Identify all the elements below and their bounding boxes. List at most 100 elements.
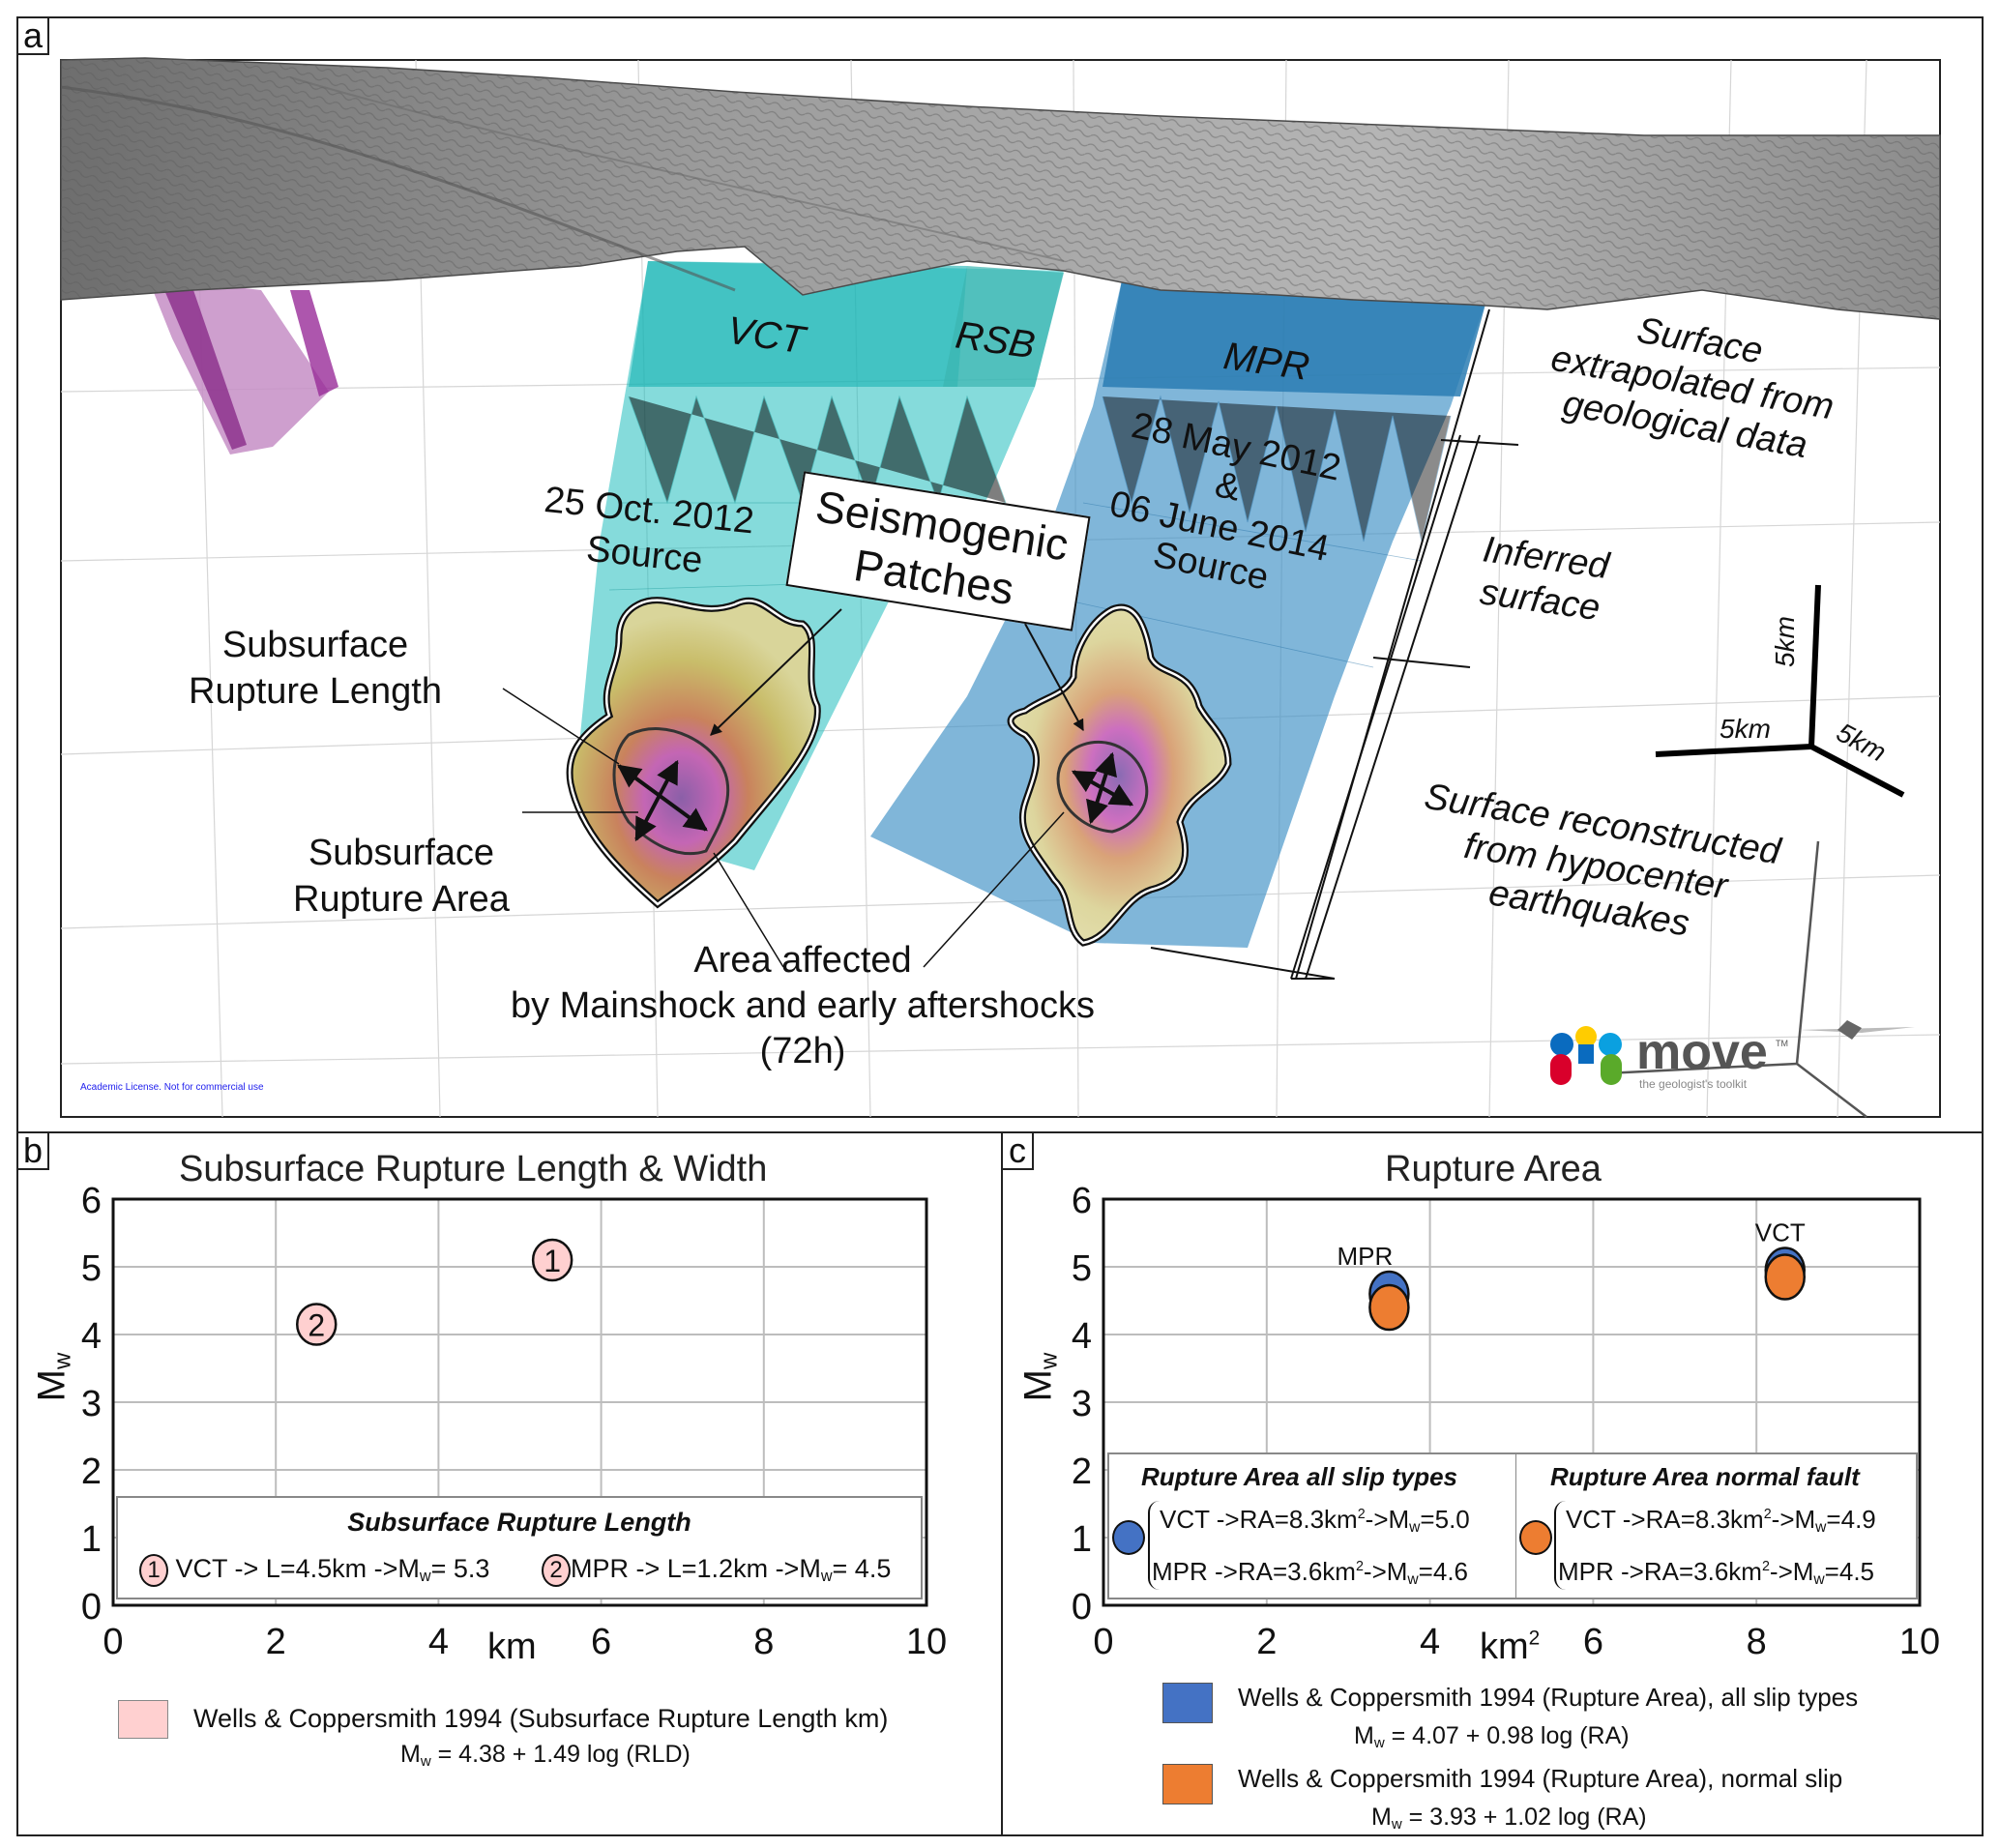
row-pre: VCT ->RA=8.3km xyxy=(1160,1505,1358,1534)
chart-b-legend: Wells & Coppersmith 1994 (Subsurface Rup… xyxy=(116,1700,986,1777)
y-tick-label: 6 xyxy=(81,1181,102,1221)
chart-b-inset-legend: Subsurface Rupture Length 1 VCT -> L=4.5… xyxy=(116,1496,923,1599)
chart-b-legend-label: Wells & Coppersmith 1994 (Subsurface Rup… xyxy=(193,1704,889,1733)
chart-b-legend-formula: Mw = 4.38 + 1.49 log (RLD) xyxy=(400,1741,691,1770)
row-sub: w xyxy=(1409,1518,1421,1536)
inset-normal-brace xyxy=(1554,1501,1566,1590)
y-tick-label: 0 xyxy=(81,1587,102,1628)
row-post: =4.6 xyxy=(1418,1557,1468,1586)
rupture-area-line-2: Rupture Area xyxy=(293,879,510,920)
formula-sub: w xyxy=(1391,1815,1402,1833)
row-post: =4.5 xyxy=(1824,1557,1874,1586)
chart-b-formula-pre: M xyxy=(400,1741,421,1768)
terrain-surface xyxy=(60,57,1941,320)
row-sub: w xyxy=(1407,1570,1419,1588)
inset-all-slip-title: Rupture Area all slip types xyxy=(1141,1462,1458,1491)
y-tick-label: 1 xyxy=(1072,1519,1092,1560)
y-tick-label: 3 xyxy=(1072,1384,1092,1424)
surface-brackets xyxy=(1150,308,1519,980)
chart-c-legend-swatch-all xyxy=(1162,1683,1213,1723)
y-tick-label: 2 xyxy=(1072,1452,1092,1492)
panel-c-letter: c xyxy=(1001,1131,1034,1170)
row-mid: ->M xyxy=(1365,1505,1410,1534)
y-tick-label: 4 xyxy=(81,1316,102,1357)
area-affected-label: Area affected by Mainshock and early aft… xyxy=(455,938,1151,1074)
inset-normal-row-2: MPR ->RA=3.6km2->Mw=4.5 xyxy=(1558,1557,1874,1589)
row-pre: MPR ->RA=3.6km xyxy=(1558,1557,1762,1586)
row-pre: VCT ->RA=8.3km xyxy=(1566,1505,1764,1534)
entry-1-post: = 5.3 xyxy=(430,1554,490,1583)
x-tick-label: 8 xyxy=(753,1622,774,1662)
formula-pre: M xyxy=(1371,1804,1392,1831)
row-sup: 2 xyxy=(1763,1507,1772,1522)
chart-c-xlabel-sup: 2 xyxy=(1528,1627,1541,1650)
magenta-fault-surface xyxy=(153,285,338,455)
chart-c-ylabel-sub: w xyxy=(1036,1352,1063,1370)
chart-b-formula-post: = 4.38 + 1.49 log (RLD) xyxy=(430,1741,691,1768)
point-label: 2 xyxy=(308,1308,325,1343)
point-label-vct: VCT xyxy=(1755,1218,1806,1247)
area-affected-line-1: Area affected xyxy=(693,940,912,981)
y-tick-label: 5 xyxy=(1072,1248,1092,1289)
entry-2-sub: w xyxy=(820,1568,833,1586)
chart-b-inset-entry-1: 1 VCT -> L=4.5km ->Mw= 5.3 xyxy=(139,1554,489,1587)
chart-c-legend-formula-all: Mw = 4.07 + 0.98 log (RA) xyxy=(1354,1722,1630,1751)
chart-c-legend: Wells & Coppersmith 1994 (Rupture Area),… xyxy=(1161,1671,1973,1835)
chart-c-ylabel-main: M xyxy=(1016,1369,1060,1402)
area-affected-line-2: by Mainshock and early aftershocks xyxy=(510,985,1096,1026)
chart-c-title: Rupture Area xyxy=(1385,1149,1602,1189)
row-post: =5.0 xyxy=(1420,1505,1470,1534)
area-affected-line-3: (72h) xyxy=(759,1031,846,1071)
panel-c-frame xyxy=(1001,1131,1984,1836)
license-text: Academic License. Not for commercial use xyxy=(80,1082,264,1093)
x-tick-label: 10 xyxy=(1899,1622,1940,1662)
data-point-mpr-normal xyxy=(1368,1283,1410,1332)
x-tick-label: 10 xyxy=(906,1622,947,1662)
plot-border xyxy=(111,1197,928,1607)
axis-lines xyxy=(1604,840,1867,1118)
move-logo-tagline: the geologist's toolkit xyxy=(1639,1077,1748,1091)
y-tick-label: 0 xyxy=(1072,1587,1092,1628)
vct-seismogenic-patch xyxy=(566,597,821,909)
rupture-length-line-2: Rupture Length xyxy=(189,671,442,712)
chart-c-ylabel: Mw xyxy=(1016,1353,1063,1402)
chart-c-legend-label-normal: Wells & Coppersmith 1994 (Rupture Area),… xyxy=(1238,1764,1843,1793)
scale-label-vertical: 5km xyxy=(1770,616,1800,667)
formula-post: = 4.07 + 0.98 log (RA) xyxy=(1384,1722,1630,1749)
chart-b-ylabel-main: M xyxy=(30,1369,73,1402)
data-point-vct: 1 xyxy=(531,1238,573,1282)
inset-normal-row-1: VCT ->RA=8.3km2->Mw=4.9 xyxy=(1566,1505,1876,1537)
scale-label-horizontal: 5km xyxy=(1720,714,1771,744)
row-pre: MPR ->RA=3.6km xyxy=(1152,1557,1356,1586)
row-sup: 2 xyxy=(1761,1559,1770,1574)
chart-c-legend-formula-normal: Mw = 3.93 + 1.02 log (RA) xyxy=(1371,1804,1647,1833)
move-logo-icon xyxy=(1550,1026,1622,1085)
row-sub: w xyxy=(1813,1570,1825,1588)
x-tick-label: 2 xyxy=(1256,1622,1277,1662)
inset-all-slip-brace xyxy=(1148,1501,1160,1590)
row-mid: ->M xyxy=(1771,1505,1816,1534)
chart-b-ylabel-sub: w xyxy=(49,1352,76,1370)
x-tick-label: 6 xyxy=(1583,1622,1603,1662)
leader-lines xyxy=(502,608,1084,968)
y-tick-label: 5 xyxy=(81,1248,102,1289)
y-tick-label: 2 xyxy=(81,1452,102,1492)
y-tick-label: 4 xyxy=(1072,1316,1092,1357)
entry-2-pre: MPR -> L=1.2km ->M xyxy=(571,1554,821,1583)
point-marker xyxy=(296,1303,338,1346)
row-mid: ->M xyxy=(1769,1557,1814,1586)
chart-c-inset-legend: Rupture Area all slip types Rupture Area… xyxy=(1107,1452,1918,1599)
inset-normal-title: Rupture Area normal fault xyxy=(1550,1462,1860,1491)
y-tick-label: 3 xyxy=(81,1384,102,1424)
entry-1-sub: w xyxy=(419,1568,431,1586)
mpr-fault-surface xyxy=(870,280,1489,948)
x-tick-label: 4 xyxy=(1420,1622,1440,1662)
x-tick-label: 8 xyxy=(1747,1622,1767,1662)
inferred-surface-label: Inferred surface xyxy=(1475,528,1612,630)
entry-2-post: = 4.5 xyxy=(832,1554,892,1583)
row-sub: w xyxy=(1815,1518,1827,1536)
chart-b-xlabel: km xyxy=(487,1627,537,1667)
row-sup: 2 xyxy=(1357,1507,1366,1522)
